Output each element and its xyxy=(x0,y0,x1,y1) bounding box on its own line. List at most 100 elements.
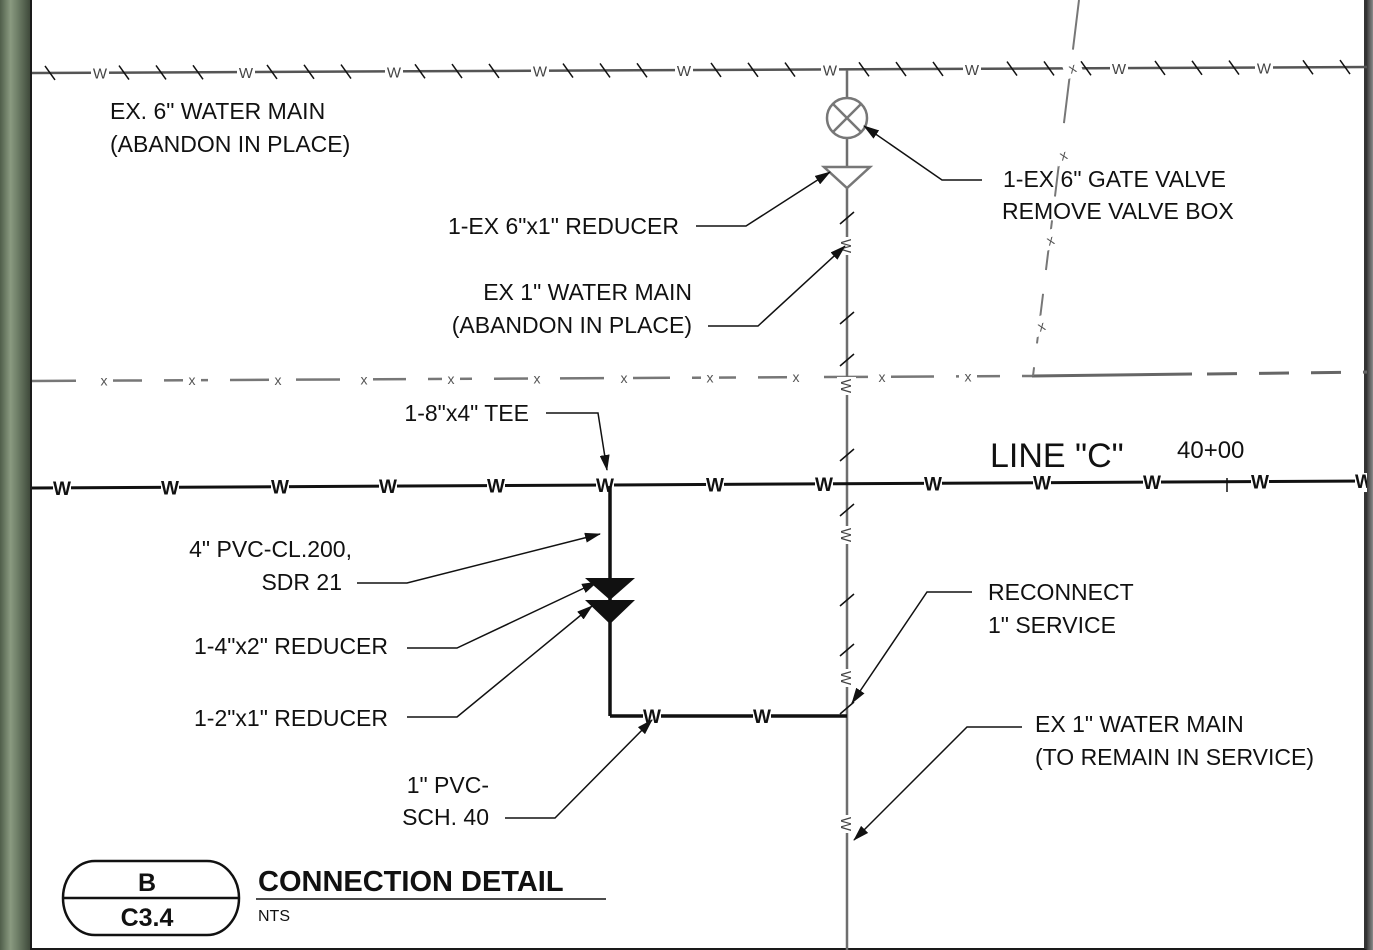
fence-x: x xyxy=(534,370,541,386)
service-w-tag: W xyxy=(643,707,661,728)
abandon-tick xyxy=(451,63,463,79)
vertical-abandon-ticks xyxy=(839,211,855,715)
fence-x-knockout xyxy=(701,367,719,387)
abandon-tick xyxy=(710,62,722,78)
callout-pvc4: 4" PVC-CL.200, SDR 21 xyxy=(189,536,352,595)
vertical-w-tag: W xyxy=(837,379,854,394)
abandon-tick xyxy=(155,64,167,80)
fence-x-knockout xyxy=(95,370,113,390)
fence-angled-x-knockout xyxy=(1051,142,1075,167)
line-c-w-tag-knockout xyxy=(271,478,289,498)
fence-x: x xyxy=(879,369,886,385)
line-c-w-tag-knockout xyxy=(1355,473,1369,493)
ex-main-w-tag: W xyxy=(533,64,548,81)
abandon-tick xyxy=(303,64,315,80)
leader-tee xyxy=(546,412,610,471)
abandon-tick xyxy=(44,65,56,81)
fence-x-knockout xyxy=(873,366,891,386)
abandon-tick xyxy=(858,61,870,77)
abandon-tick xyxy=(895,61,907,77)
vertical-w-tag-knockout xyxy=(837,669,856,687)
line-c-w-tag: W xyxy=(1355,472,1369,493)
callout-pvc1: 1" PVC- SCH. 40 xyxy=(402,772,489,830)
line-c-w-tag: W xyxy=(161,478,179,499)
callout-pvc4-line1: 4" PVC-CL.200, xyxy=(189,536,352,562)
fence-x: x xyxy=(965,368,972,384)
line-c-w-tag-knockout xyxy=(1251,473,1269,493)
callout-ex-1-abandon-line2: (ABANDON IN PLACE) xyxy=(452,312,692,338)
fence-angled-x-knockout xyxy=(1029,313,1053,338)
fence-x-knockout xyxy=(355,369,373,389)
ex-main-w-tag-knockout xyxy=(385,62,403,82)
leader-reducer-2x1 xyxy=(407,605,593,718)
detail-sheet-ref: C3.4 xyxy=(121,904,174,932)
vertical-tick xyxy=(839,448,855,462)
line-c-w-tag-knockout xyxy=(487,477,505,497)
gate-valve-icon xyxy=(825,96,869,140)
detail-id: B xyxy=(138,869,156,897)
line-c-w-tag: W xyxy=(706,475,724,496)
abandon-tick xyxy=(414,63,426,79)
vertical-tick xyxy=(839,311,855,325)
fence-angled-x-knockout xyxy=(1060,55,1084,80)
ex-main-w-tag-knockout xyxy=(1255,58,1273,78)
leader-pvc4 xyxy=(357,532,601,584)
fence-angled-x-knockout xyxy=(1038,227,1062,252)
ex-main-w-tag-knockout xyxy=(237,63,255,83)
ex-main-w-tag-knockout xyxy=(963,59,981,79)
abandon-tick xyxy=(562,63,574,79)
vertical-tick xyxy=(839,701,855,715)
service-w-tag-knockout xyxy=(753,708,771,727)
callout-reconnect: RECONNECT 1" SERVICE xyxy=(988,579,1134,638)
leader-ex1-abandon xyxy=(708,245,846,327)
ex-main-w-tag: W xyxy=(1257,60,1272,77)
ex-main-w-tag: W xyxy=(965,62,980,79)
fence-x: x xyxy=(275,372,282,388)
service-w-tag: W xyxy=(753,707,771,728)
line-c-w-tag: W xyxy=(1033,474,1051,495)
leader-reducer-6x1 xyxy=(696,171,831,227)
line-c-w-tag-knockout xyxy=(815,475,833,495)
sheet-edge-right xyxy=(1367,0,1373,950)
line-c-w-tag: W xyxy=(1251,473,1269,494)
fence-x: x xyxy=(621,370,628,386)
callout-reducer-2x1: 1-2"x1" REDUCER xyxy=(194,705,388,731)
vertical-tick xyxy=(839,503,855,517)
fence-x-knockout xyxy=(959,366,977,386)
line-c-label: LINE "C" xyxy=(990,437,1124,475)
callout-gate-valve-line2: REMOVE VALVE BOX xyxy=(1002,198,1234,224)
vertical-w-tag: W xyxy=(837,528,854,543)
fence-x: x xyxy=(189,372,196,388)
leader-reconnect xyxy=(851,591,972,704)
vertical-tick xyxy=(839,643,855,657)
abandon-tick xyxy=(784,62,796,78)
fence-x-knockout xyxy=(269,369,287,389)
abandon-tick xyxy=(599,62,611,78)
callout-ex-1-remain: EX 1" WATER MAIN (TO REMAIN IN SERVICE) xyxy=(1035,711,1314,770)
abandon-tick xyxy=(118,65,130,81)
vertical-tick xyxy=(839,353,855,367)
fence-x-knockout xyxy=(787,367,805,387)
reducer-4x2-icon xyxy=(585,578,635,600)
callout-tee: 1-8"x4" TEE xyxy=(404,400,529,426)
abandon-tick xyxy=(1080,60,1092,76)
abandon-tick xyxy=(1339,59,1351,75)
ex-main-w-tag-knockout xyxy=(1110,59,1128,79)
abandon-tick xyxy=(747,62,759,78)
abandon-tick xyxy=(1228,60,1240,76)
fence-x: x xyxy=(707,370,714,386)
callout-ex-1-remain-line1: EX 1" WATER MAIN xyxy=(1035,711,1244,737)
callout-reducer-6x1: 1-EX 6"x1" REDUCER xyxy=(448,213,679,239)
callout-ex-6-main-line2: (ABANDON IN PLACE) xyxy=(110,131,350,157)
callout-gate-valve: 1-EX 6" GATE VALVE REMOVE VALVE BOX xyxy=(1002,166,1234,224)
callout-pvc1-line1: 1" PVC- xyxy=(407,772,489,798)
line-c-w-tag: W xyxy=(487,477,505,498)
line-c-w-tag: W xyxy=(815,475,833,496)
